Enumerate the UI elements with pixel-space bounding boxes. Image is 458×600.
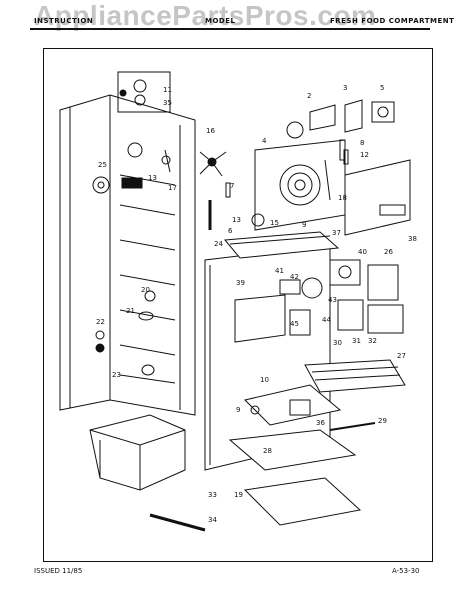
label-part-31: 31 [352, 337, 361, 345]
label-part-20: 20 [141, 286, 150, 294]
watermark: AppliancePartsPros.com [34, 0, 377, 31]
cabinet-liner [59, 94, 196, 416]
label-part-22: 22 [96, 318, 105, 326]
label-part-16: 16 [206, 127, 215, 135]
glass-shelf-28 [228, 429, 357, 471]
screws-left [95, 290, 156, 376]
label-part-37: 37 [332, 229, 341, 237]
label-part-28: 28 [263, 447, 272, 455]
label-part-41: 41 [275, 267, 284, 275]
label-part-9: 9 [302, 221, 306, 229]
label-part-39: 39 [236, 279, 245, 287]
label-part-13: 13 [148, 174, 157, 182]
label-part-26: 26 [384, 248, 393, 256]
label-part-30: 30 [333, 339, 342, 347]
label-part-4: 4 [262, 137, 267, 145]
label-part-29: 29 [378, 417, 387, 425]
header-left: INSTRUCTION [34, 17, 94, 25]
fan-blade [199, 151, 227, 177]
label-part-43: 43 [328, 296, 337, 304]
label-part-42: 42 [290, 273, 299, 281]
label-part-40: 40 [358, 248, 367, 256]
duct-parts [329, 259, 404, 334]
label-part-36: 36 [316, 419, 325, 427]
label-part-32: 32 [368, 337, 377, 345]
label-part-35: 35 [163, 99, 172, 107]
shelf-24 [224, 231, 340, 259]
header-title: FRESH FOOD COMPARTMENT [330, 17, 455, 25]
label-part-2: 2 [307, 92, 311, 100]
label-part-9b: 9 [236, 406, 240, 414]
part-25-knob [92, 176, 110, 194]
label-part-38: 38 [408, 235, 417, 243]
label-part-24: 24 [214, 240, 223, 248]
header-model: MODEL [205, 17, 236, 25]
label-part-17: 17 [168, 184, 177, 192]
page-code: A-53-30 [392, 567, 420, 575]
label-part-25: 25 [98, 161, 107, 169]
issued-date: ISSUED 11/85 [34, 567, 83, 575]
part-11-35-socket [117, 71, 171, 113]
small-parts [208, 149, 349, 230]
label-part-23: 23 [112, 371, 121, 379]
label-part-3: 3 [343, 84, 347, 92]
label-part-11: 11 [163, 86, 172, 94]
part-labels: 11 35 2 3 5 16 4 8 12 25 13 17 7 13 6 15… [96, 84, 417, 524]
label-part-18: 18 [338, 194, 347, 202]
label-part-45: 45 [290, 320, 299, 328]
header-rule [30, 28, 430, 30]
label-part-13b: 13 [232, 216, 241, 224]
label-part-7: 7 [230, 182, 234, 190]
shelf-27 [304, 359, 406, 393]
fan-motor-assembly [234, 277, 323, 343]
label-part-21: 21 [126, 307, 135, 315]
label-part-44: 44 [322, 316, 331, 324]
label-part-5: 5 [380, 84, 384, 92]
lamp-cover [244, 384, 342, 426]
rear-panel [344, 159, 411, 236]
control-housing [254, 121, 346, 231]
label-part-8: 8 [360, 139, 364, 147]
label-part-33: 33 [208, 491, 217, 499]
diagram-frame [43, 48, 433, 562]
label-part-10: 10 [260, 376, 269, 384]
panel-19-bottom [243, 477, 362, 526]
label-part-34: 34 [208, 516, 217, 524]
label-part-15: 15 [270, 219, 279, 227]
rail-29 [329, 422, 376, 431]
label-part-27: 27 [397, 352, 406, 360]
label-part-6: 6 [228, 227, 233, 235]
crisper-pan [89, 414, 186, 491]
part-34-rod [149, 513, 206, 532]
label-part-19: 19 [234, 491, 243, 499]
lamp-housing [127, 142, 171, 173]
label-part-12: 12 [360, 151, 369, 159]
